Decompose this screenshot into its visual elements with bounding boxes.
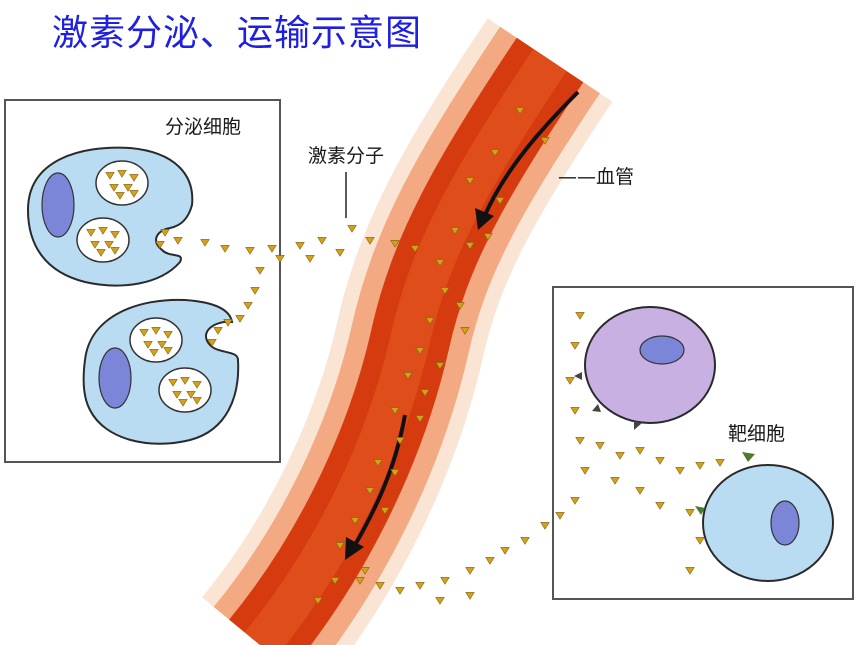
secretory-cell-panel: 分泌细胞 [4,99,281,463]
nucleus [98,347,132,409]
hormone-molecule [465,592,475,600]
nucleus [639,335,685,365]
hormone-molecule [317,237,327,245]
vesicle [95,160,149,206]
label-secretory-cell: 分泌细胞 [165,116,241,138]
secretory-cell-1 [26,146,194,287]
vesicle [129,317,183,363]
vesicle [76,217,130,263]
receptor [574,372,642,430]
hormone-molecule [347,225,357,233]
nucleus [770,500,800,546]
target-cell-blue [695,452,834,582]
label-hormone-molecule: 激素分子 [308,145,384,167]
hormone-molecule [500,547,510,555]
hormone-molecule [305,255,315,263]
flow-arrow-bottom [345,414,407,560]
nucleus [41,172,75,238]
hormone-molecule [295,242,305,250]
hormone-molecule [435,597,445,605]
hormone-molecule [540,522,550,530]
receptor [695,452,755,515]
target-cell-purple [574,306,716,430]
hormone-molecule [335,249,345,257]
secretory-cell-2 [82,298,240,445]
hormone-molecule [520,537,530,545]
hormone-molecule [415,582,425,590]
target-cell-panel: 靶细胞 [552,286,854,600]
page-title: 激素分泌、运输示意图 [52,13,423,54]
blood-vessel [201,18,613,645]
hormone-molecule [485,557,495,565]
flow-arrow-top [475,90,580,230]
vesicle [158,367,212,413]
hormone-molecule [440,577,450,585]
hormone-molecule [465,567,475,575]
label-blood-vessel: ——血管 [558,166,634,188]
label-target-cell: 靶细胞 [728,423,785,445]
